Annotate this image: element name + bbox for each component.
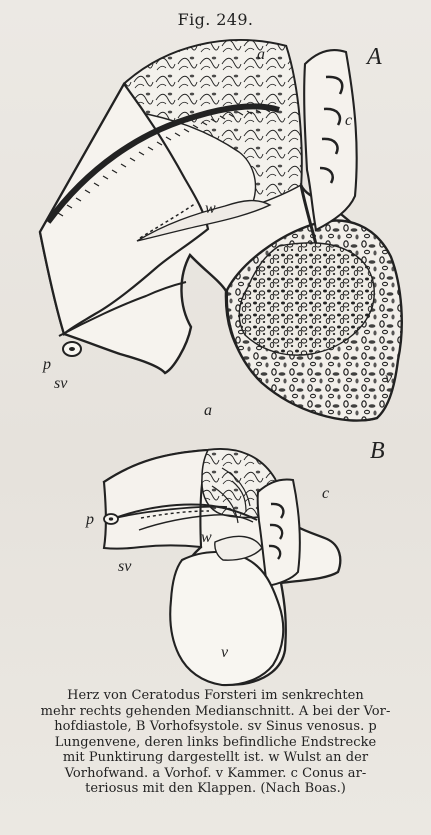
- caption-line-1: Herz von Ceratodus Forsteri im senkrecht…: [24, 688, 407, 704]
- caption-line-7: teriosus mit den Klappen. (Nach Boas.): [24, 781, 407, 797]
- diagram-a: [40, 40, 402, 420]
- label-a-a: a: [257, 47, 265, 63]
- caption-line-5: mit Punktirung dargestellt ist. w Wulst …: [24, 750, 407, 766]
- caption-line-2: mehr rechts gehenden Medianschnitt. A be…: [24, 704, 407, 720]
- caption-line-3: hofdiastole, B Vorhofsystole. sv Sinus v…: [24, 719, 407, 735]
- label-b-sv: sv: [118, 559, 131, 575]
- label-a-p: p: [43, 357, 51, 373]
- figure-caption: Herz von Ceratodus Forsteri im senkrecht…: [24, 688, 407, 797]
- label-a-v: v: [385, 371, 392, 387]
- label-a-sv: sv: [54, 376, 67, 392]
- label-a-c: c: [345, 113, 352, 129]
- label-a-w: w: [205, 201, 216, 217]
- caption-line-6: Vorhofwand. a Vorhof. v Kammer. c Conus …: [24, 766, 407, 782]
- label-b-a: a: [204, 403, 212, 419]
- sinus-venosus-b: [104, 450, 208, 549]
- label-b-v: v: [221, 645, 228, 661]
- label-b-p: p: [86, 512, 94, 528]
- label-b-w: w: [201, 530, 212, 546]
- caption-line-4: Lungenvene, deren links befindliche Ends…: [24, 735, 407, 751]
- label-b-c: c: [322, 486, 329, 502]
